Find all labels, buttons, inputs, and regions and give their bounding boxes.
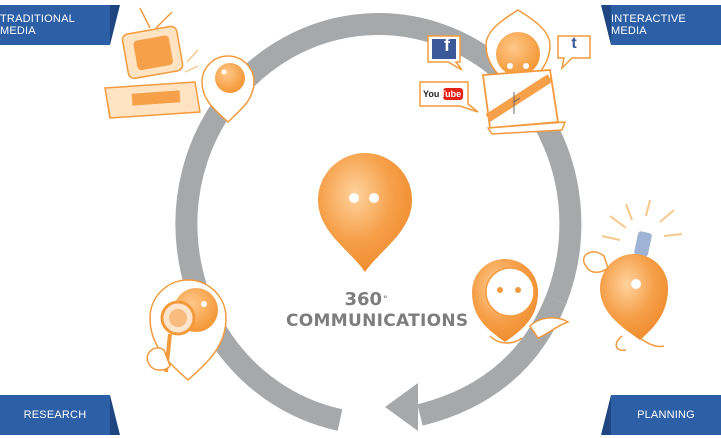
center-word: COMMUNICATIONS <box>286 311 469 331</box>
tv-character-icon <box>104 7 255 124</box>
idea-character-icon <box>583 199 683 352</box>
label-traditional-media-text: TRADITIONAL MEDIA <box>0 13 75 37</box>
label-planning-text: PLANNING <box>637 409 695 421</box>
map-pin-character-icon <box>318 153 412 272</box>
label-fold-br <box>601 395 611 435</box>
facebook-letter: f <box>444 35 450 55</box>
label-research-text: RESEARCH <box>23 409 87 421</box>
label-traditional-media: TRADITIONAL MEDIA <box>0 5 110 45</box>
youtube-tube: Tube <box>440 89 462 99</box>
label-interactive-media: INTERACTIVE MEDIA <box>611 5 721 45</box>
center-number: 360 <box>344 289 383 310</box>
label-planning: PLANNING <box>611 395 721 435</box>
center-degree: ° <box>383 295 388 305</box>
label-fold-bl <box>110 395 120 435</box>
youtube-you: You <box>423 89 440 99</box>
facebook-icon <box>427 35 463 71</box>
label-fold-tl <box>110 5 120 45</box>
tumblr-letter: t <box>571 35 577 52</box>
laptop-character-icon <box>481 9 567 135</box>
magnifier-character-icon <box>146 279 227 382</box>
label-fold-tr <box>601 5 611 45</box>
center-number-line: 360° <box>286 290 446 310</box>
presenting-character-icon <box>472 259 570 344</box>
center-title: 360° COMMUNICATIONS <box>286 290 469 332</box>
youtube-logo: YouTube <box>423 88 461 100</box>
tumblr-icon <box>557 35 591 71</box>
label-interactive-media-text: INTERACTIVE MEDIA <box>611 13 686 37</box>
cycle-arrowhead-icon <box>385 383 418 431</box>
youtube-icon <box>419 81 479 113</box>
label-research: RESEARCH <box>0 395 110 435</box>
